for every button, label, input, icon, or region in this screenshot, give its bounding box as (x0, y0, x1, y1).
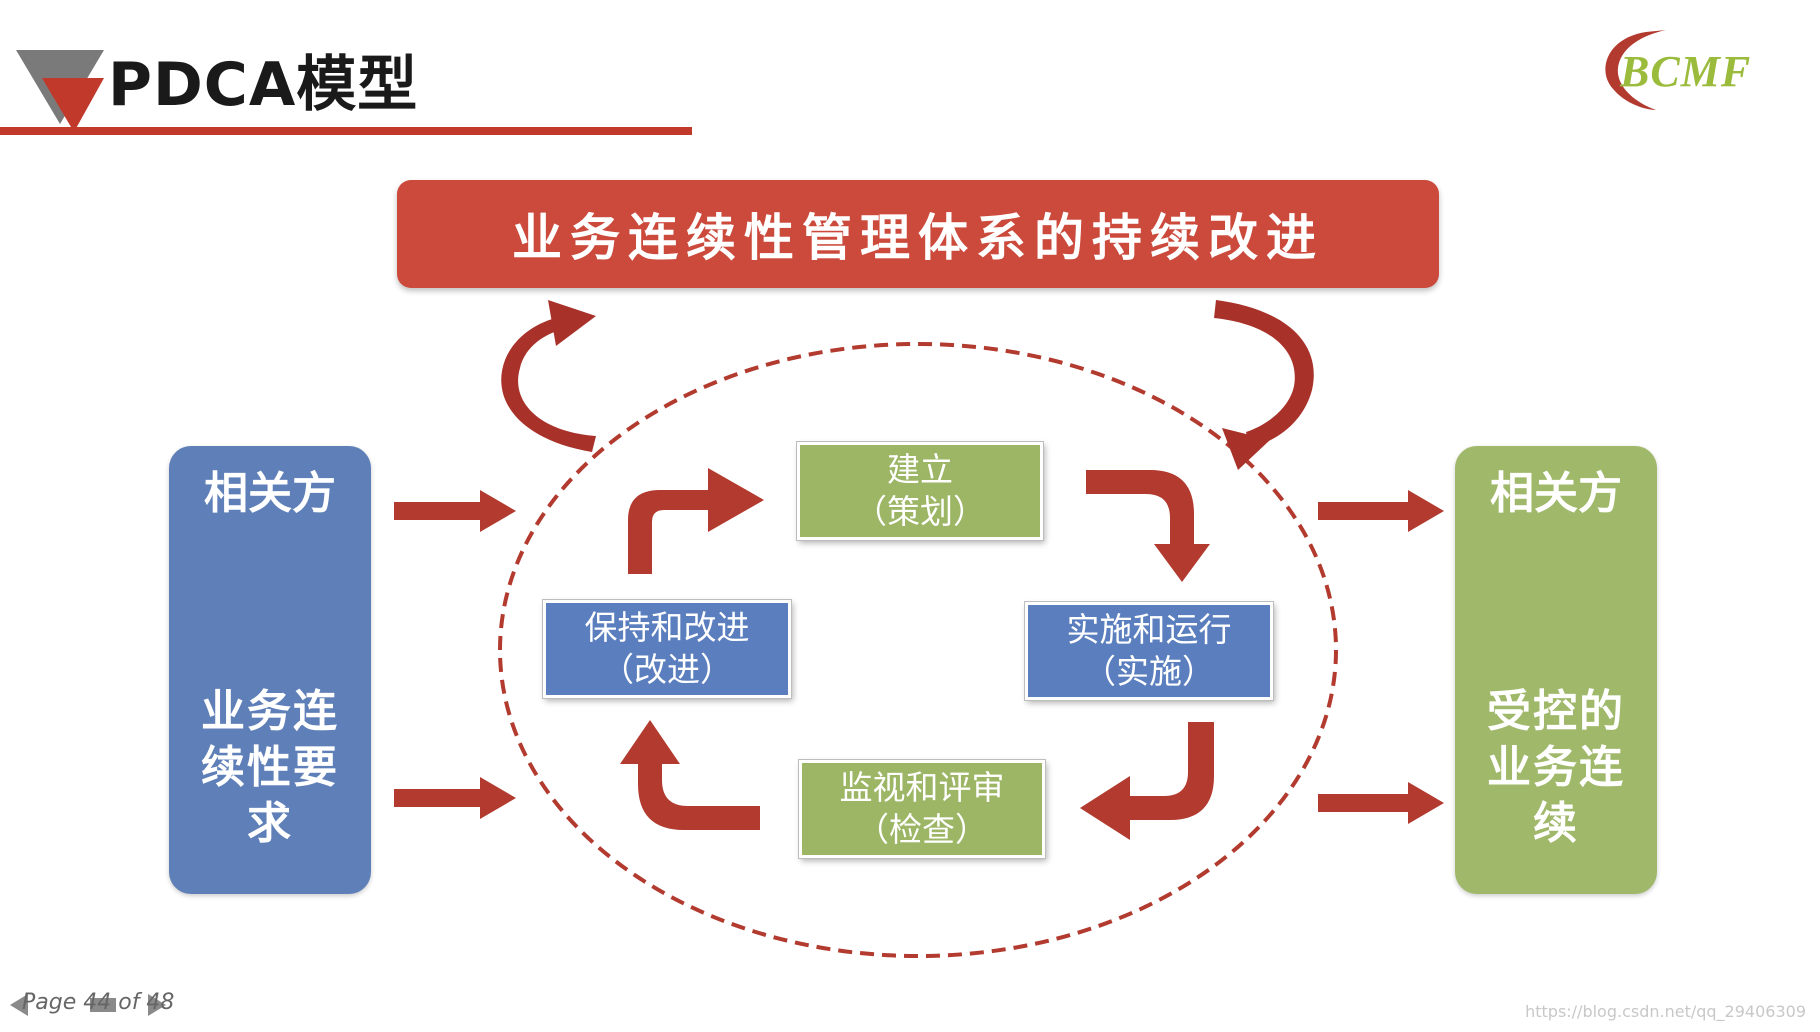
check-sublabel: （检查） (856, 810, 988, 849)
title-triangle-icon (16, 50, 104, 132)
logo-swoosh-icon (1605, 30, 1666, 110)
bcmf-logo: BCMF (1586, 24, 1786, 114)
page-indicator: Page 44 of 48 (22, 990, 175, 1015)
check-box: 监视和评审 （检查） (799, 760, 1045, 858)
arrow-check-to-act (620, 720, 760, 830)
left-panel-body: 业务连续性要求 (201, 686, 339, 849)
page-title: PDCA模型 (108, 50, 419, 120)
plan-label: 建立 (887, 450, 953, 489)
continuous-improvement-banner: 业务连续性管理体系的持续改进 (397, 180, 1439, 288)
left-panel-title: 相关方 (204, 468, 336, 519)
right-panel-body: 受控的业务连续 (1487, 686, 1625, 849)
title-underline (0, 127, 692, 135)
output-arrow-bottom (1318, 782, 1444, 824)
arrow-act-to-plan (628, 468, 764, 574)
right-panel-title: 相关方 (1490, 468, 1622, 519)
check-label: 监视和评审 (839, 768, 1005, 807)
act-box: 保持和改进 （改进） (543, 600, 791, 698)
source-watermark: https://blog.csdn.net/qq_29406309 (1525, 1002, 1806, 1021)
arrow-do-to-check (1080, 722, 1214, 840)
page-nav-arrows-icon[interactable] (6, 990, 186, 1020)
act-sublabel: （改进） (601, 650, 733, 689)
plan-box: 建立 （策划） (797, 442, 1043, 540)
do-box: 实施和运行 （实施） (1025, 602, 1273, 700)
stakeholder-requirements-panel: 相关方 业务连续性要求 (169, 446, 371, 894)
stakeholder-managed-continuity-panel: 相关方 受控的业务连续 (1455, 446, 1657, 894)
act-label: 保持和改进 (584, 608, 750, 647)
output-arrow-top (1318, 490, 1444, 532)
plan-sublabel: （策划） (854, 492, 986, 531)
arrow-plan-to-do (1086, 470, 1210, 582)
feedback-arrow-right (1214, 300, 1314, 470)
feedback-arrow-left (501, 300, 596, 452)
input-arrow-bottom (394, 777, 516, 819)
logo-text: BCMF (1620, 47, 1752, 96)
do-label: 实施和运行 (1066, 610, 1232, 649)
do-sublabel: （实施） (1083, 652, 1215, 691)
cycle-boundary-ellipse (498, 342, 1338, 958)
input-arrow-top (394, 490, 516, 532)
